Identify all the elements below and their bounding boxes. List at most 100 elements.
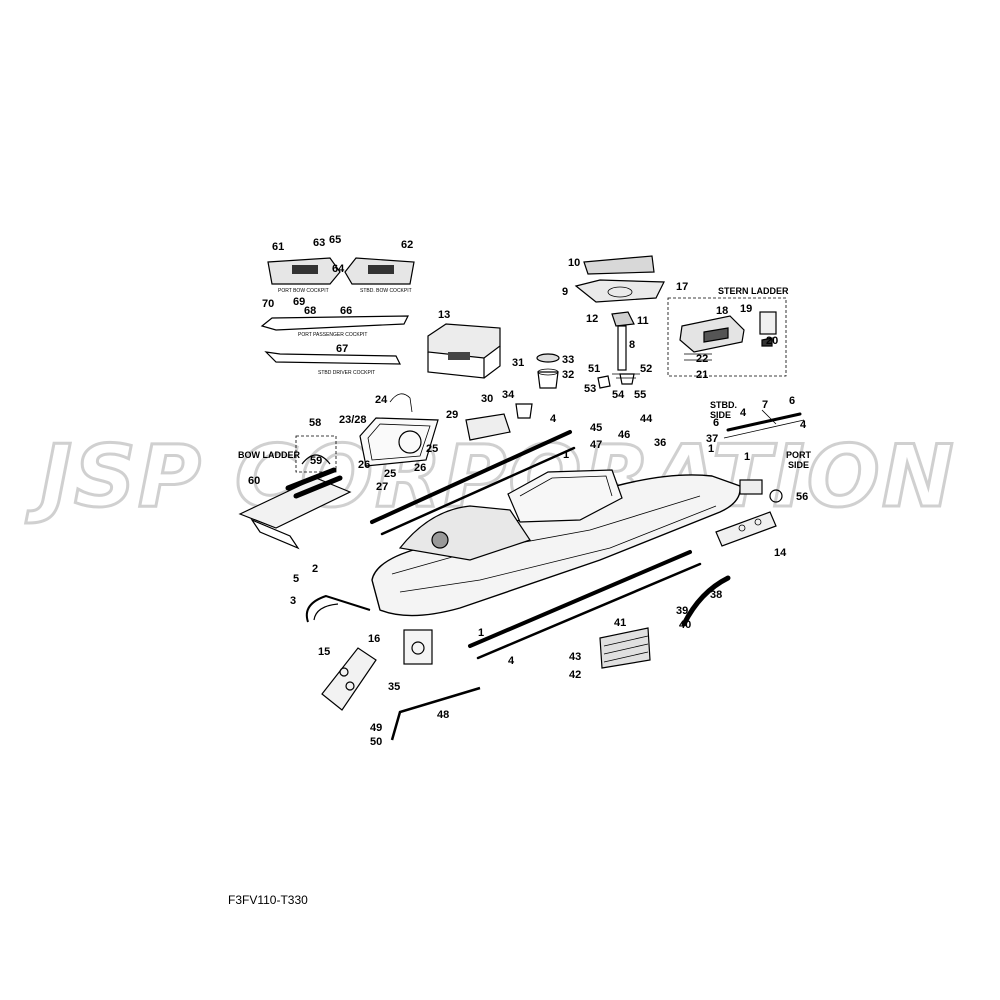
- callout: 24: [375, 394, 388, 406]
- callout: 25: [384, 468, 396, 480]
- watermark: JSP CORPORATION: [25, 427, 956, 527]
- callout: 2: [312, 563, 318, 575]
- caption-port-bow-cockpit: PORT BOW COCKPIT: [278, 288, 329, 294]
- callout: 26: [358, 459, 370, 471]
- pedestal-cover: [574, 255, 665, 303]
- callout: 19: [740, 303, 752, 315]
- stbd-side-strips: STBD. SIDE PORT SIDE: [710, 400, 812, 470]
- caption-port-side: PORT: [786, 450, 812, 460]
- callout: 45: [590, 422, 602, 434]
- callout: 44: [640, 413, 653, 425]
- storage-tray: [465, 403, 533, 441]
- callout: 60: [248, 475, 260, 487]
- callout: 41: [614, 617, 626, 629]
- callout: 13: [438, 309, 450, 321]
- bow-ladder: [238, 467, 352, 550]
- callout: 4: [550, 413, 557, 425]
- callout: 46: [618, 429, 630, 441]
- grab-rail: [390, 686, 481, 741]
- callout: 5: [293, 573, 299, 585]
- callout: 63: [313, 237, 325, 249]
- callout: 64: [332, 263, 345, 275]
- bow-trim: [305, 594, 371, 623]
- callout: 70: [262, 298, 274, 310]
- callout: 6: [789, 395, 795, 407]
- callout: 43: [569, 651, 581, 663]
- caption-stbd-driver-cockpit: STBD DRIVER COCKPIT: [318, 370, 375, 376]
- callout: 32: [562, 369, 574, 381]
- caption-port-side-2: SIDE: [788, 460, 809, 470]
- arch-trim: [681, 575, 731, 627]
- callout: 14: [774, 547, 787, 559]
- callout: 29: [446, 409, 458, 421]
- callout: 67: [336, 343, 348, 355]
- stern-ladder-group: STERN LADDER: [667, 286, 789, 377]
- callout: 22: [696, 353, 708, 365]
- rub-rail-stbd-lower: [468, 550, 692, 648]
- decal-stbd-driver-cockpit: STBD DRIVER COCKPIT: [264, 351, 401, 376]
- decal-port-bow-cockpit: PORT BOW COCKPIT: [267, 257, 341, 294]
- caption-port-passenger-cockpit: PORT PASSENGER COCKPIT: [298, 332, 367, 338]
- speaker-bezel: [359, 393, 439, 467]
- rub-rail-port-upper: [370, 430, 572, 524]
- callout: 4: [508, 655, 515, 667]
- callout: 10: [568, 257, 580, 269]
- callout: 52: [640, 363, 652, 375]
- bow-ladder-bracket: BOW LADDER: [238, 435, 337, 473]
- callout: 59: [310, 455, 322, 467]
- callout: 7: [762, 399, 768, 411]
- boat-hull: [371, 469, 741, 617]
- callout: 53: [584, 383, 596, 395]
- callout: 62: [401, 239, 413, 251]
- caption-stbd-side: STBD.: [710, 400, 737, 410]
- figure-code: F3FV110-T330: [228, 893, 308, 907]
- switch-panel: [321, 647, 377, 711]
- callout: 47: [590, 439, 602, 451]
- callout: 66: [340, 305, 352, 317]
- callout: 69: [293, 296, 305, 308]
- callout: 31: [512, 357, 524, 369]
- callout: 56: [796, 491, 808, 503]
- callout: 3: [290, 595, 296, 607]
- callout: 40: [679, 619, 691, 631]
- callout: 49: [370, 722, 382, 734]
- cup-holder-parts: [536, 353, 560, 389]
- rub-rail-insert-stbd-lower: [476, 562, 702, 660]
- callout: 51: [588, 363, 600, 375]
- fuel-filler: [403, 629, 433, 665]
- callout: 9: [562, 286, 568, 298]
- caption-stbd-bow-cockpit: STBD. BOW COCKPIT: [360, 288, 412, 294]
- callout: 17: [676, 281, 688, 293]
- callout: 4: [800, 419, 807, 431]
- callout: 23/28: [339, 414, 367, 426]
- callout: 36: [654, 437, 666, 449]
- caption-bow-ladder: BOW LADDER: [238, 450, 300, 460]
- callouts: 61 63 65 62 64 70 69 68 66 67 13 10 9 17…: [248, 234, 808, 748]
- callout: 42: [569, 669, 581, 681]
- callout: 30: [481, 393, 493, 405]
- callout: 11: [637, 315, 649, 327]
- callout: 15: [318, 646, 330, 658]
- callout: 27: [376, 481, 388, 493]
- callout: 20: [766, 335, 778, 347]
- callout: 48: [437, 709, 449, 721]
- callout: 1: [563, 449, 569, 461]
- callout: 6: [713, 417, 719, 429]
- rub-rail-insert-port-upper: [380, 446, 576, 536]
- callout: 26: [414, 462, 426, 474]
- callout: 65: [329, 234, 341, 246]
- storage-net: [599, 627, 651, 669]
- callout: 25: [426, 443, 438, 455]
- callout: 4: [740, 407, 747, 419]
- callout: 34: [502, 389, 515, 401]
- callout: 1: [478, 627, 484, 639]
- decal-stbd-bow-cockpit: STBD. BOW COCKPIT: [344, 257, 415, 294]
- callout: 38: [710, 589, 722, 601]
- callout: 12: [586, 313, 598, 325]
- callout: 18: [716, 305, 728, 317]
- callout: 16: [368, 633, 380, 645]
- caption-stbd-side-2: SIDE: [710, 410, 731, 420]
- callout: 8: [629, 339, 635, 351]
- decal-port-passenger-cockpit: PORT PASSENGER COCKPIT: [260, 315, 409, 338]
